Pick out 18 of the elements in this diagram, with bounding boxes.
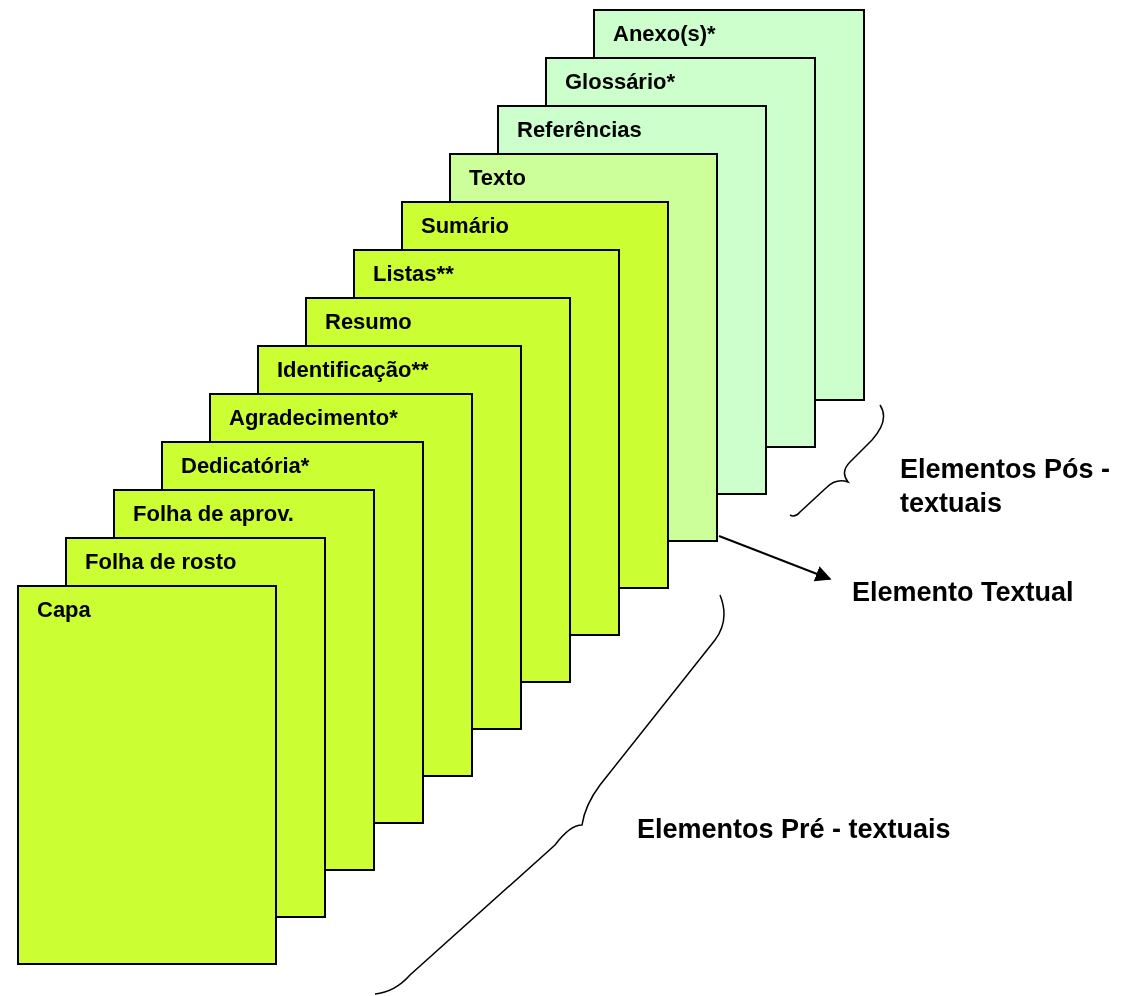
section-label: Elemento Textual — [852, 575, 1074, 609]
arrow — [718, 535, 832, 582]
page-title: Referências — [517, 117, 642, 143]
page-title: Anexo(s)* — [613, 21, 716, 47]
page-sheet — [17, 585, 277, 965]
page-title: Glossário* — [565, 69, 676, 95]
page-title: Folha de rosto — [85, 549, 237, 575]
page-title: Folha de aprov. — [133, 501, 294, 527]
page-title: Dedicatória* — [181, 453, 310, 479]
section-label: Elementos Pós - textuais — [900, 453, 1112, 520]
page-title: Agradecimento* — [229, 405, 398, 431]
page-title: Capa — [37, 597, 91, 623]
page-title: Identificação** — [277, 357, 429, 383]
page-title: Listas** — [373, 261, 454, 287]
page-title: Sumário — [421, 213, 510, 239]
page-title: Resumo — [325, 309, 412, 335]
page-title: Texto — [469, 165, 527, 191]
section-label: Elementos Pré - textuais — [637, 813, 952, 846]
